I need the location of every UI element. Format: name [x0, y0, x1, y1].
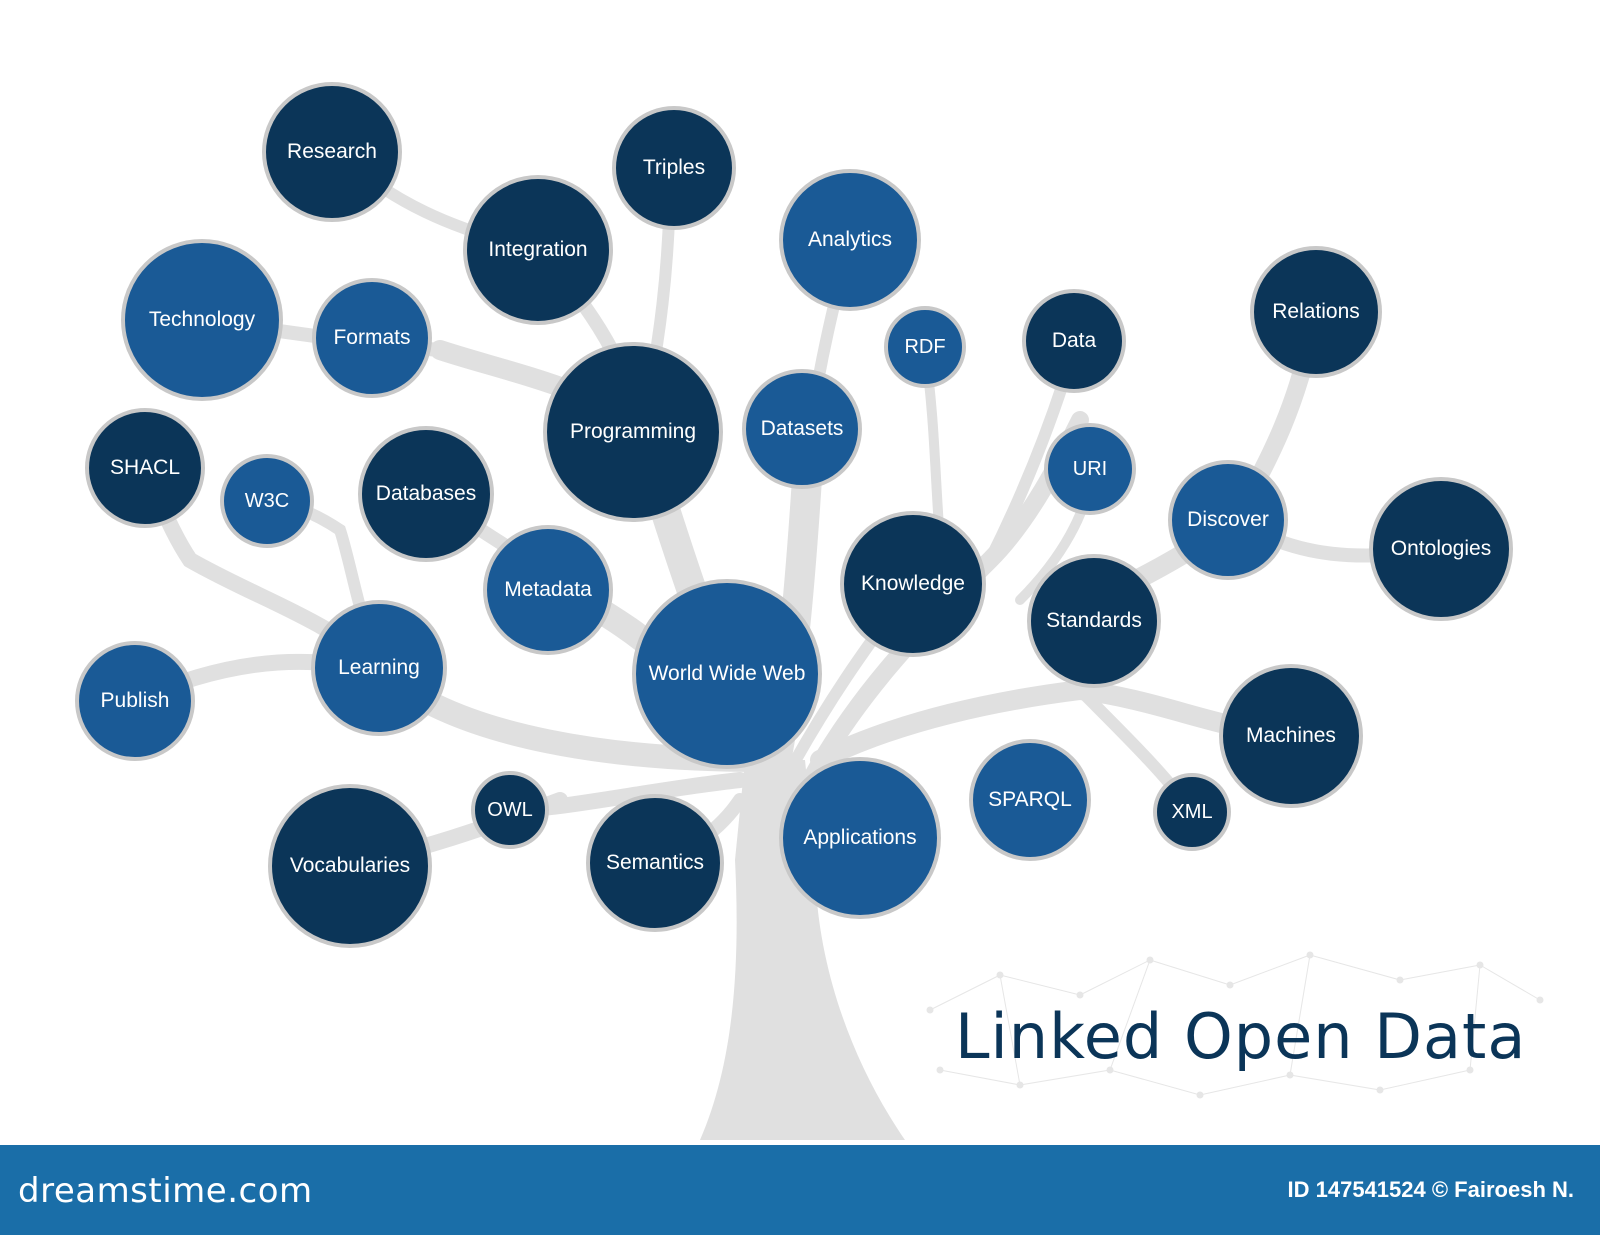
node-label: Discover: [1187, 508, 1269, 531]
node-programming: Programming: [543, 342, 723, 522]
node-label: Applications: [803, 826, 917, 849]
node-label: RDF: [904, 335, 946, 358]
footer-brand[interactable]: dreamstime.com: [18, 1171, 313, 1211]
node-semantics: Semantics: [586, 794, 724, 932]
node-applications: Applications: [779, 757, 941, 919]
node-label: Programming: [569, 420, 697, 443]
node-uri: URI: [1044, 423, 1136, 515]
node-owl: OWL: [471, 771, 549, 849]
node-label: OWL: [487, 798, 533, 821]
node-technology: Technology: [121, 239, 283, 401]
node-learning: Learning: [311, 600, 447, 736]
node-sparql: SPARQL: [969, 739, 1091, 861]
node-label: W3C: [244, 489, 290, 512]
node-research: Research: [262, 82, 402, 222]
node-shacl: SHACL: [85, 408, 205, 528]
node-label: World Wide Web: [648, 662, 806, 685]
node-databases: Databases: [358, 426, 494, 562]
node-rdf: RDF: [884, 306, 966, 388]
node-label: URI: [1072, 457, 1108, 480]
node-knowledge: Knowledge: [840, 511, 986, 657]
node-label: Standards: [1046, 609, 1142, 632]
node-standards: Standards: [1027, 554, 1161, 688]
node-label: Metadata: [504, 578, 592, 601]
node-world-wide-web: World Wide Web: [632, 579, 822, 769]
node-label: Databases: [375, 482, 477, 505]
node-label: Knowledge: [861, 572, 965, 595]
node-integration: Integration: [463, 175, 613, 325]
diagram-title: Linked Open Data: [955, 1000, 1527, 1073]
node-label: Analytics: [807, 228, 893, 251]
node-label: XML: [1171, 800, 1213, 823]
node-metadata: Metadata: [483, 525, 613, 655]
node-label: Semantics: [605, 851, 705, 874]
node-label: Publish: [100, 689, 170, 712]
node-label: Ontologies: [1390, 537, 1492, 560]
node-publish: Publish: [75, 641, 195, 761]
node-label: Integration: [488, 238, 588, 261]
node-label: Vocabularies: [289, 854, 411, 877]
node-label: Triples: [642, 156, 706, 179]
node-data: Data: [1022, 289, 1126, 393]
node-vocabularies: Vocabularies: [268, 784, 432, 948]
tree-trunk: [700, 760, 905, 1140]
node-discover: Discover: [1168, 460, 1288, 580]
node-label: SHACL: [109, 456, 181, 479]
node-label: Data: [1051, 329, 1097, 352]
node-label: Research: [287, 140, 377, 163]
footer-bar: dreamstime.com ID 147541524 © Fairoesh N…: [0, 1145, 1600, 1235]
node-machines: Machines: [1219, 664, 1363, 808]
node-xml: XML: [1153, 773, 1231, 851]
node-label: Relations: [1272, 300, 1360, 323]
node-label: Formats: [333, 326, 411, 349]
node-relations: Relations: [1250, 246, 1382, 378]
node-w3c: W3C: [220, 454, 314, 548]
tree-graphic: [127, 149, 1544, 1140]
node-ontologies: Ontologies: [1369, 477, 1513, 621]
node-label: Machines: [1246, 724, 1336, 747]
node-datasets: Datasets: [742, 369, 862, 489]
node-label: Learning: [338, 656, 420, 679]
node-label: Datasets: [760, 417, 844, 440]
node-label: Technology: [148, 308, 256, 331]
node-triples: Triples: [612, 106, 736, 230]
footer-credit: ID 147541524 © Fairoesh N.: [1287, 1177, 1574, 1202]
node-formats: Formats: [312, 278, 432, 398]
network-decoration: [926, 951, 1544, 1099]
node-label: SPARQL: [988, 788, 1072, 811]
node-analytics: Analytics: [779, 169, 921, 311]
